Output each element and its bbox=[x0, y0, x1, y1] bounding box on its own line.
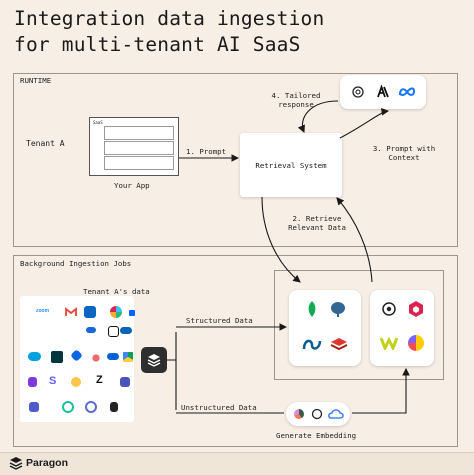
app-content-block bbox=[104, 126, 174, 140]
background-section-label: Background Ingestion Jobs bbox=[20, 259, 132, 268]
step4-line-2: response bbox=[278, 100, 314, 109]
neo4j-icon bbox=[302, 339, 322, 350]
supabase-icon bbox=[408, 335, 424, 351]
redis-icon bbox=[330, 338, 348, 351]
your-app-window: SaaS bbox=[89, 117, 179, 176]
step4-label: 4. Tailored response bbox=[264, 91, 328, 109]
openai-vector-icon bbox=[382, 302, 396, 316]
step3-line-1: 3. Prompt with bbox=[372, 144, 436, 153]
vector-stores-card bbox=[370, 290, 434, 366]
page-title: Integration data ingestion for multi-ten… bbox=[14, 6, 324, 58]
hubspot-icon: Z bbox=[96, 374, 103, 386]
gmail-icon bbox=[65, 307, 77, 316]
background-panel bbox=[13, 255, 458, 447]
confluence-icon bbox=[86, 327, 96, 333]
unstructured-data-label: Unstructured Data bbox=[181, 403, 257, 412]
retrieve-return-arrow bbox=[336, 197, 373, 283]
footer-bar bbox=[0, 452, 474, 475]
step3-line-2: Context bbox=[388, 153, 420, 162]
embedding-arrow bbox=[352, 367, 410, 414]
prompt-context-arrow bbox=[339, 108, 390, 139]
cohere-icon bbox=[294, 409, 304, 419]
layers-icon bbox=[147, 354, 161, 367]
postgresql-icon bbox=[331, 302, 345, 317]
anthropic-icon bbox=[377, 85, 389, 98]
box-icon bbox=[107, 353, 119, 360]
paragon-connector-icon bbox=[141, 347, 167, 373]
github-icon bbox=[85, 401, 97, 413]
linear-icon bbox=[62, 401, 74, 413]
step1-label: 1. Prompt bbox=[186, 147, 227, 156]
outlook-icon bbox=[84, 306, 96, 318]
embedding-card bbox=[286, 402, 350, 426]
stripe-icon: S bbox=[49, 375, 57, 387]
connector-line bbox=[167, 332, 177, 410]
qdrant-icon bbox=[409, 301, 423, 317]
app-content-block bbox=[104, 156, 174, 170]
app-content-block bbox=[104, 141, 174, 155]
meta-icon bbox=[399, 87, 416, 96]
weaviate-icon bbox=[380, 336, 398, 350]
step2-label: 2. Retrieve Relevant Data bbox=[282, 214, 352, 232]
runtime-section-label: RUNTIME bbox=[20, 76, 52, 85]
google-cloud-icon bbox=[328, 409, 344, 419]
asana-icon bbox=[90, 352, 102, 364]
integrations-grid: zoom S Z bbox=[20, 296, 135, 422]
retrieval-system-label: Retrieval System bbox=[255, 161, 327, 170]
llm-card bbox=[340, 75, 426, 109]
zoom-icon: zoom bbox=[36, 308, 50, 314]
mongodb-icon bbox=[308, 301, 316, 317]
step4-line-1: 4. Tailored bbox=[271, 91, 321, 100]
grammarly-icon bbox=[29, 402, 39, 412]
title-line-2: for multi-tenant AI SaaS bbox=[14, 33, 301, 56]
onedrive-icon bbox=[120, 327, 132, 334]
paragon-logo-icon bbox=[9, 457, 23, 470]
tenant-data-label: Tenant A's data bbox=[83, 287, 150, 296]
slack-icon bbox=[110, 306, 122, 318]
app-mini-label: SaaS bbox=[93, 120, 103, 125]
step2-line-1: 2. Retrieve bbox=[292, 214, 342, 223]
step2-line-2: Relevant Data bbox=[288, 223, 346, 232]
runtime-panel bbox=[13, 73, 458, 247]
embedding-label: Generate Embedding bbox=[276, 431, 357, 440]
tailored-response-arrow bbox=[297, 100, 339, 134]
structured-data-label: Structured Data bbox=[186, 316, 253, 325]
teams-icon bbox=[120, 377, 130, 387]
salesforce-icon bbox=[28, 352, 41, 361]
retrieval-system-box: Retrieval System bbox=[240, 133, 342, 197]
openai-icon bbox=[352, 86, 364, 98]
tenant-label: Tenant A bbox=[26, 139, 65, 148]
retrieve-data-arrow bbox=[261, 196, 301, 283]
gong-icon bbox=[28, 377, 37, 387]
openai-embed-icon bbox=[311, 408, 323, 420]
your-app-caption: Your App bbox=[114, 181, 150, 190]
title-line-1: Integration data ingestion bbox=[14, 7, 325, 30]
zendesk-sell-icon bbox=[71, 377, 81, 387]
brand-name: Paragon bbox=[26, 457, 69, 469]
step3-label: 3. Prompt with Context bbox=[372, 144, 436, 162]
zendesk-icon bbox=[51, 351, 63, 363]
figma-icon bbox=[110, 402, 118, 412]
google-drive-icon bbox=[123, 352, 133, 362]
dropbox-icon bbox=[129, 310, 135, 316]
databases-card bbox=[289, 290, 361, 366]
storage-group bbox=[274, 270, 444, 380]
notion-icon bbox=[108, 326, 119, 337]
